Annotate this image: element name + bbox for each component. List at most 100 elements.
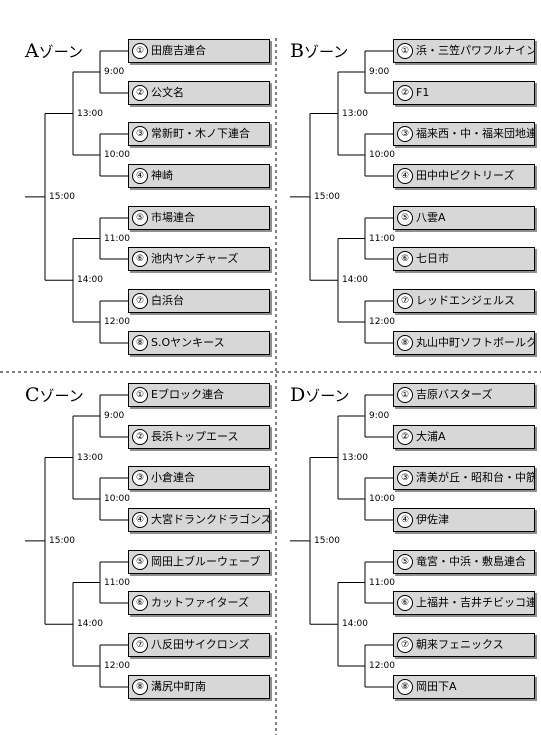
team-number: ③ [397, 470, 413, 486]
team-number: ⑤ [132, 210, 148, 226]
team-number: ⑥ [132, 595, 148, 611]
team-number: ⑤ [397, 554, 413, 570]
team-number: ⑥ [132, 251, 148, 267]
team-name: 公文名 [151, 86, 184, 99]
zone-letter: B [290, 40, 304, 62]
team-number: ⑧ [397, 335, 413, 351]
team-number: ⑤ [397, 210, 413, 226]
team-name: F1 [416, 86, 430, 99]
team-name: 八雲A [416, 211, 446, 224]
match-time: 13:00 [341, 108, 369, 119]
zone-letter: A [25, 40, 39, 62]
match-time: 14:00 [341, 619, 369, 630]
zone-suffix: ゾーン [38, 43, 83, 61]
zone-suffix: ゾーン [303, 43, 349, 61]
team-number: ④ [132, 512, 148, 528]
team-number: ② [397, 429, 413, 445]
match-time: 10:00 [368, 150, 396, 160]
team-number: ② [132, 85, 148, 101]
match-time: 11:00 [103, 577, 131, 588]
team-name: 白浜台 [151, 294, 184, 307]
team-name: 八反田サイクロンズ [151, 638, 250, 651]
zone-letter: C [25, 384, 40, 406]
team-number: ① [397, 387, 413, 403]
team-name: 長浜トップエース [151, 430, 239, 443]
team-number: ③ [132, 126, 148, 142]
team-name: レッドエンジェルス [416, 294, 515, 307]
match-time: 11:00 [368, 233, 396, 244]
match-time: 9:00 [103, 411, 126, 421]
team-name: カットファイターズ [151, 596, 250, 609]
team-name: 常新町・木ノ下連合 [151, 127, 250, 140]
match-time: 13:00 [341, 452, 369, 463]
match-time: 11:00 [103, 233, 131, 244]
team-name: 大宮ドランクドラゴンズ [151, 513, 270, 526]
zone-letter: D [290, 384, 306, 406]
final-time: 15:00 [313, 535, 341, 546]
match-time: 12:00 [103, 317, 131, 327]
team-number: ⑧ [132, 679, 148, 695]
team-name: 田鹿吉連合 [151, 44, 206, 57]
match-time: 14:00 [341, 275, 369, 286]
match-time: 12:00 [368, 317, 396, 327]
team-name: 市場連合 [151, 211, 195, 224]
team-number: ① [132, 43, 148, 59]
zone-suffix: ゾーン [39, 387, 84, 405]
team-name: 吉原バスターズ [416, 388, 493, 401]
team-name: 上福井・吉井チビッコ連合 [416, 596, 535, 609]
team-number: ⑥ [397, 595, 413, 611]
zone-title: Dゾーン [290, 386, 350, 405]
match-time: 13:00 [76, 108, 104, 119]
team-name: 神崎 [151, 169, 173, 182]
team-name: 朝来フェニックス [416, 638, 504, 651]
match-time: 9:00 [368, 67, 391, 77]
team-name: 岡田上ブルーウェーブ [151, 555, 261, 568]
final-time: 15:00 [48, 191, 76, 202]
team-name: 丸山中町ソフトボールクラブ [416, 336, 535, 349]
team-name: S.Oヤンキース [151, 336, 225, 349]
team-number: ④ [132, 168, 148, 184]
team-name: 大浦A [416, 430, 446, 443]
team-number: ⑦ [132, 637, 148, 653]
team-name: Eブロック連合 [151, 388, 224, 401]
team-number: ② [132, 429, 148, 445]
team-name: 七日市 [416, 252, 449, 265]
match-time: 14:00 [76, 275, 104, 286]
zone-suffix: ゾーン [305, 387, 350, 405]
team-number: ① [132, 387, 148, 403]
team-name: 溝尻中町南 [151, 680, 206, 693]
team-number: ⑦ [132, 293, 148, 309]
team-box: ⑧丸山中町ソフトボールクラブ [393, 331, 535, 355]
match-time: 13:00 [76, 452, 104, 463]
team-number: ⑥ [397, 251, 413, 267]
team-name: 竜宮・中浜・敷島連合 [416, 555, 526, 568]
match-time: 11:00 [368, 577, 396, 588]
match-time: 9:00 [368, 411, 391, 421]
